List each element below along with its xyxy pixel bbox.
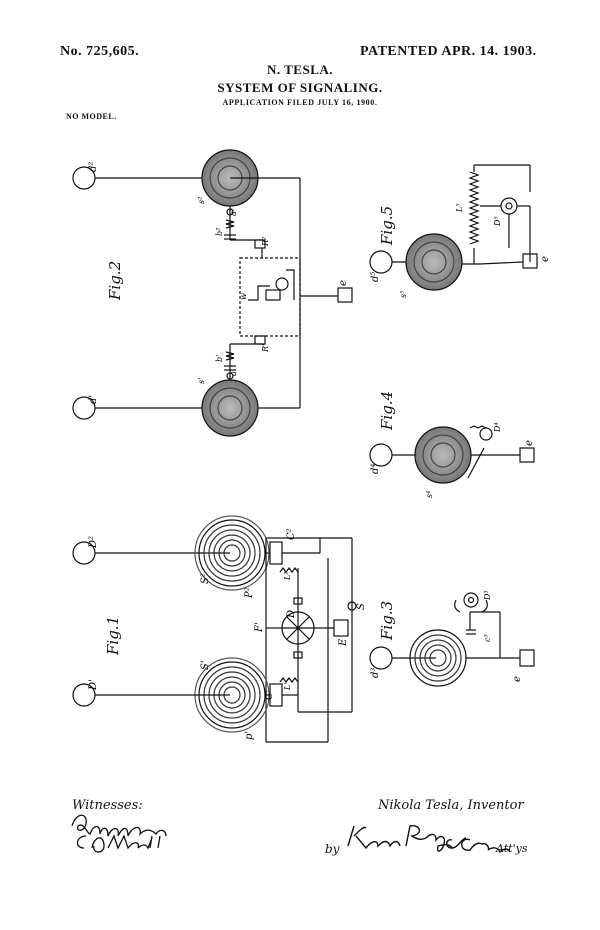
- detector-D3: [463, 592, 479, 608]
- ref-D1: D': [88, 679, 99, 691]
- ref-F1: F': [254, 622, 265, 633]
- ref-C2: C²: [286, 528, 297, 540]
- earth-plate-E: [333, 619, 349, 637]
- ref-e3: e: [512, 676, 523, 682]
- terminal-d4: [369, 443, 393, 467]
- figure-2: [72, 149, 353, 437]
- ref-D3: D³: [483, 590, 492, 601]
- earth-plate-e4: [519, 447, 535, 463]
- ref-E: E: [338, 638, 349, 647]
- ref-a1: a': [229, 369, 238, 376]
- terminal-d3: [369, 646, 393, 670]
- ref-D4: D⁴: [493, 422, 502, 433]
- witnesses-label: Witnesses:: [72, 798, 143, 813]
- terminal-d5: [369, 250, 393, 274]
- ref-d4: d⁴: [370, 464, 381, 474]
- inventor-name: N. TESLA.: [266, 62, 334, 77]
- ref-S4: s⁴: [425, 491, 434, 498]
- fig5-label: Fig.5: [378, 206, 396, 246]
- ref-s2: s²: [197, 197, 206, 204]
- ref-R2: R²: [261, 237, 270, 247]
- figure-5: [369, 164, 538, 291]
- ref-L5: L⁵: [455, 203, 464, 213]
- ref-L1: L': [283, 682, 292, 691]
- earth-plate-e: [337, 287, 353, 303]
- attorneys-signature: [347, 825, 511, 854]
- ref-w: w: [239, 293, 248, 300]
- figure-4: [369, 425, 535, 484]
- ref-P1: p': [244, 731, 255, 740]
- detector-d5: [500, 197, 518, 215]
- patent-number: No. 725,605.: [60, 44, 140, 59]
- inductance-L2: [279, 567, 299, 573]
- ref-S1: S': [200, 660, 211, 670]
- ref-D: D: [286, 610, 297, 619]
- ref-D5: D⁵: [493, 216, 502, 227]
- ref-S: S: [356, 603, 367, 610]
- coil-S2: [198, 519, 266, 587]
- ref-s1: s': [197, 378, 206, 384]
- ref-R1: R': [261, 344, 270, 353]
- ref-d2: d²: [88, 162, 99, 172]
- inventor-signature-line: Nikola Tesla, Inventor: [378, 798, 524, 813]
- figure-1: [72, 515, 357, 743]
- ref-d1: d': [88, 395, 99, 404]
- no-model-note: NO MODEL.: [66, 112, 117, 121]
- ref-L2: L²: [283, 571, 292, 581]
- ref-P2: P²: [244, 587, 255, 599]
- fig3-label: Fig.3: [378, 601, 396, 641]
- earth-plate-e3: [519, 649, 535, 667]
- inductance-l5: [468, 171, 480, 245]
- attys-word: Att'ys: [496, 842, 528, 855]
- patent-title: SYSTEM OF SIGNALING.: [217, 80, 383, 95]
- figure-3: [369, 592, 535, 687]
- ref-C1: C': [264, 690, 275, 700]
- patent-date: PATENTED APR. 14. 1903.: [360, 44, 537, 59]
- ref-e4: e: [524, 440, 535, 446]
- fig4-label: Fig.4: [378, 391, 396, 431]
- relay-box: [239, 257, 301, 337]
- inductance-L1: [279, 677, 299, 683]
- ref-c3: c³: [483, 634, 492, 642]
- ref-a2: a²: [229, 208, 238, 216]
- by-word: by: [325, 842, 340, 856]
- switch-S: [347, 601, 357, 611]
- earth-plate-e5: [522, 253, 538, 269]
- ref-S5: s⁵: [399, 290, 408, 298]
- terminal-d1: [72, 396, 96, 420]
- ref-b1: b': [215, 355, 224, 362]
- ref-S2: S²: [200, 573, 211, 584]
- ref-b2: b²: [215, 228, 224, 236]
- witness-signature-2: [76, 834, 161, 853]
- witness-signature-1: [71, 814, 167, 837]
- application-line: APPLICATION FILED JULY 16, 1900.: [222, 98, 378, 107]
- fig2-label: Fig.2: [106, 261, 124, 301]
- detector-d4: [479, 427, 493, 441]
- ref-d5: d⁵: [370, 272, 381, 282]
- ref-D2: D²: [88, 536, 99, 549]
- ref-d3: d³: [370, 668, 381, 678]
- ref-e5: e: [540, 256, 551, 262]
- condenser-C2: [269, 541, 283, 565]
- fig1-label: Fig.1: [104, 616, 122, 656]
- ref-e2: e: [338, 280, 349, 286]
